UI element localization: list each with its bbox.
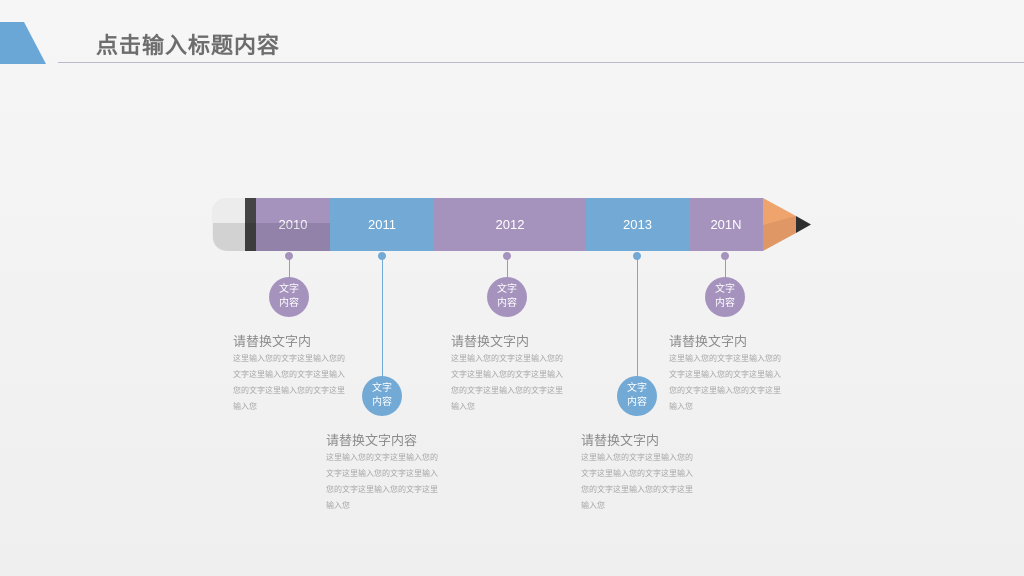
circle-text-line1: 文字 <box>279 284 299 295</box>
year-segment-2013: 2013 <box>586 198 689 251</box>
connector-line <box>382 256 383 378</box>
connector-line <box>289 256 290 278</box>
timeline-dot <box>378 252 386 260</box>
connector-line <box>637 256 638 378</box>
marker-circle-3: 文字 内容 <box>487 277 527 317</box>
circle-text-line2: 内容 <box>627 397 647 408</box>
entry-heading: 请替换文字内 <box>581 434 660 449</box>
circle-text-line1: 文字 <box>497 284 517 295</box>
connector-line <box>507 256 508 278</box>
year-segment-201n: 201N <box>689 198 763 251</box>
pencil-shadow <box>213 223 330 251</box>
title-accent-shape <box>0 22 46 64</box>
circle-text-line1: 文字 <box>715 284 735 295</box>
year-segment-2011: 2011 <box>330 198 434 251</box>
text-block-3: 请替换文字内 这里输入您的文字这里输入您的文字这里输入您的文字这里输入您的文字这… <box>451 335 569 415</box>
circle-text-line2: 内容 <box>279 298 299 309</box>
text-block-2: 请替换文字内容 这里输入您的文字这里输入您的文字这里输入您的文字这里输入您的文字… <box>326 434 444 514</box>
entry-heading: 请替换文字内 <box>669 335 748 350</box>
entry-heading: 请替换文字内 <box>233 335 312 350</box>
marker-circle-1: 文字 内容 <box>269 277 309 317</box>
year-label: 2013 <box>623 217 652 232</box>
title-underline <box>58 62 1024 63</box>
entry-body: 这里输入您的文字这里输入您的文字这里输入您的文字这里输入您的文字这里输入您的文字… <box>326 453 438 510</box>
year-segment-2012: 2012 <box>434 198 586 251</box>
circle-text-line2: 内容 <box>715 298 735 309</box>
page-title: 点击输入标题内容 <box>96 34 281 59</box>
entry-body: 这里输入您的文字这里输入您的文字这里输入您的文字这里输入您的文字这里输入您的文字… <box>669 354 781 411</box>
entry-heading: 请替换文字内 <box>451 335 530 350</box>
pencil-tip <box>763 198 811 251</box>
year-label: 201N <box>710 217 742 232</box>
entry-body: 这里输入您的文字这里输入您的文字这里输入您的文字这里输入您的文字这里输入您的文字… <box>233 354 345 411</box>
circle-text-line1: 文字 <box>627 383 647 394</box>
timeline-dot <box>503 252 511 260</box>
marker-circle-4: 文字 内容 <box>617 376 657 416</box>
timeline-dot <box>285 252 293 260</box>
marker-circle-2: 文字 内容 <box>362 376 402 416</box>
timeline-dot <box>633 252 641 260</box>
circle-text-line2: 内容 <box>497 298 517 309</box>
text-block-4: 请替换文字内 这里输入您的文字这里输入您的文字这里输入您的文字这里输入您的文字这… <box>581 434 699 514</box>
timeline-dot <box>721 252 729 260</box>
entry-heading: 请替换文字内容 <box>326 434 418 449</box>
year-segment-2010: 2010 <box>256 198 330 251</box>
circle-text-line2: 内容 <box>372 397 392 408</box>
pencil-eraser <box>212 198 257 251</box>
connector-line <box>725 256 726 278</box>
entry-body: 这里输入您的文字这里输入您的文字这里输入您的文字这里输入您的文字这里输入您的文字… <box>451 354 563 411</box>
entry-body: 这里输入您的文字这里输入您的文字这里输入您的文字这里输入您的文字这里输入您的文字… <box>581 453 693 510</box>
circle-text-line1: 文字 <box>372 383 392 394</box>
year-label: 2010 <box>278 217 308 232</box>
text-block-5: 请替换文字内 这里输入您的文字这里输入您的文字这里输入您的文字这里输入您的文字这… <box>669 335 787 415</box>
marker-circle-5: 文字 内容 <box>705 277 745 317</box>
year-label: 2012 <box>495 217 525 232</box>
year-label: 2011 <box>368 217 396 232</box>
text-block-1: 请替换文字内 这里输入您的文字这里输入您的文字这里输入您的文字这里输入您的文字这… <box>233 335 351 415</box>
